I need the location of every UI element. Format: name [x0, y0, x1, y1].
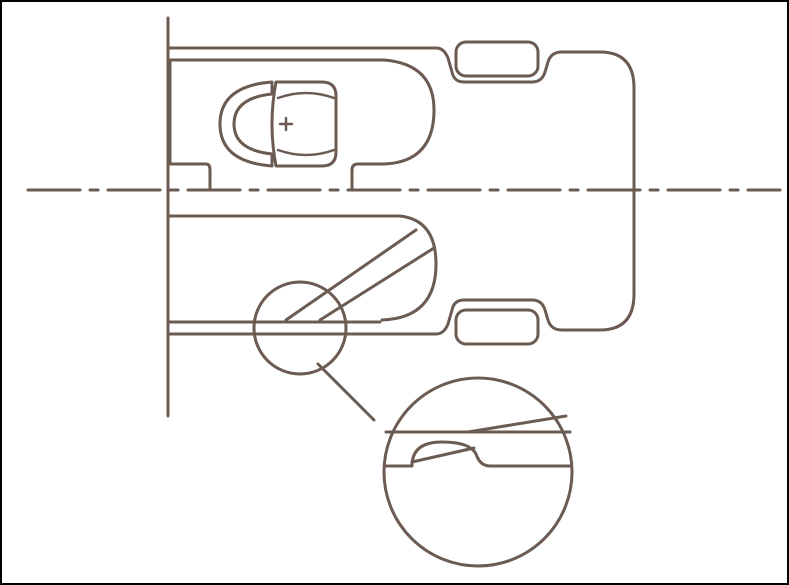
seat-cushion-front-curve [276, 91, 336, 100]
detail-leader-line [316, 362, 376, 422]
detail-enlargement [382, 376, 574, 568]
lower-panel [168, 214, 438, 322]
plus-icon [278, 116, 294, 132]
lower-side-slot [454, 308, 540, 346]
seat-backrest [218, 80, 274, 168]
upper-frame-outline [168, 46, 636, 336]
seat-cushion [270, 80, 338, 168]
seat-cushion-rear-curve [276, 148, 336, 157]
diagonal-bar-inner [318, 246, 436, 322]
detail-marker-circle [252, 280, 348, 376]
upper-side-slot [454, 40, 540, 78]
upper-cab [168, 58, 212, 190]
upper-cab-body [350, 58, 436, 190]
diagonal-bar-outer [284, 228, 418, 322]
